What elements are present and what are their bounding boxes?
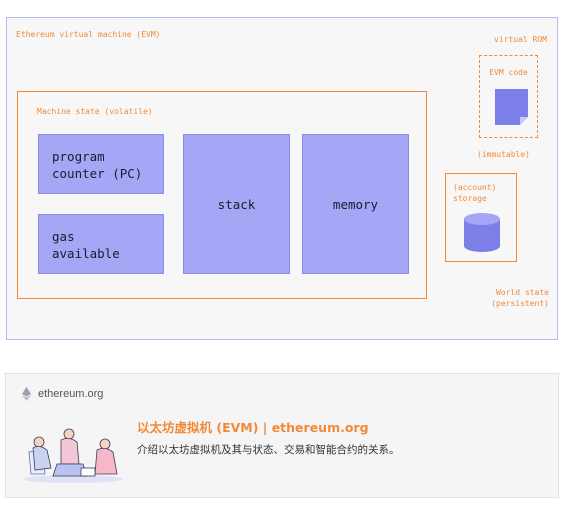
database-cylinder-icon	[464, 213, 500, 252]
account-storage-label: (account) storage	[453, 182, 496, 204]
stack-label: stack	[217, 196, 256, 212]
card-site-row: ethereum.org	[22, 387, 103, 401]
card-site-name: ethereum.org	[38, 388, 104, 400]
link-preview-card[interactable]: ethereum.org 以太坊虚拟机 (EVM) | ethereum.org…	[5, 373, 559, 498]
storage-label-line-1: (account)	[453, 183, 497, 192]
ethereum-logo-icon	[22, 387, 31, 401]
pc-line-1: program	[52, 149, 105, 164]
account-storage-box	[445, 173, 517, 262]
world-state-line-2: (persistent)	[491, 299, 549, 308]
evm-title: Ethereum virtual machine (EVM)	[16, 30, 161, 39]
gas-line-2: available	[52, 246, 120, 261]
code-page-icon	[495, 89, 528, 125]
immutable-label: (immutable)	[477, 150, 530, 159]
virtual-rom-box: EVM code	[479, 55, 538, 138]
gas-line-1: gas	[52, 229, 75, 244]
world-state-line-1: World state	[496, 288, 549, 297]
world-state-label: World state (persistent)	[491, 287, 549, 309]
people-illustration-icon	[23, 428, 123, 483]
machine-state-box	[17, 91, 427, 299]
pc-line-2: counter (PC)	[52, 166, 143, 181]
evm-code-label: EVM code	[489, 68, 528, 77]
machine-state-title: Machine state (volatile)	[37, 107, 153, 116]
program-counter-block: program counter (PC)	[38, 134, 164, 194]
stack-block: stack	[183, 134, 290, 274]
card-title-link[interactable]: 以太坊虚拟机 (EVM) | ethereum.org	[137, 420, 369, 435]
memory-label: memory	[332, 196, 379, 212]
virtual-rom-title: virtual ROM	[494, 35, 547, 44]
card-description: 介绍以太坊虚拟机及其与状态、交易和智能合约的关系。	[137, 444, 400, 456]
storage-label-line-2: storage	[453, 194, 487, 203]
memory-block: memory	[302, 134, 409, 274]
gas-available-block: gas available	[38, 214, 164, 274]
